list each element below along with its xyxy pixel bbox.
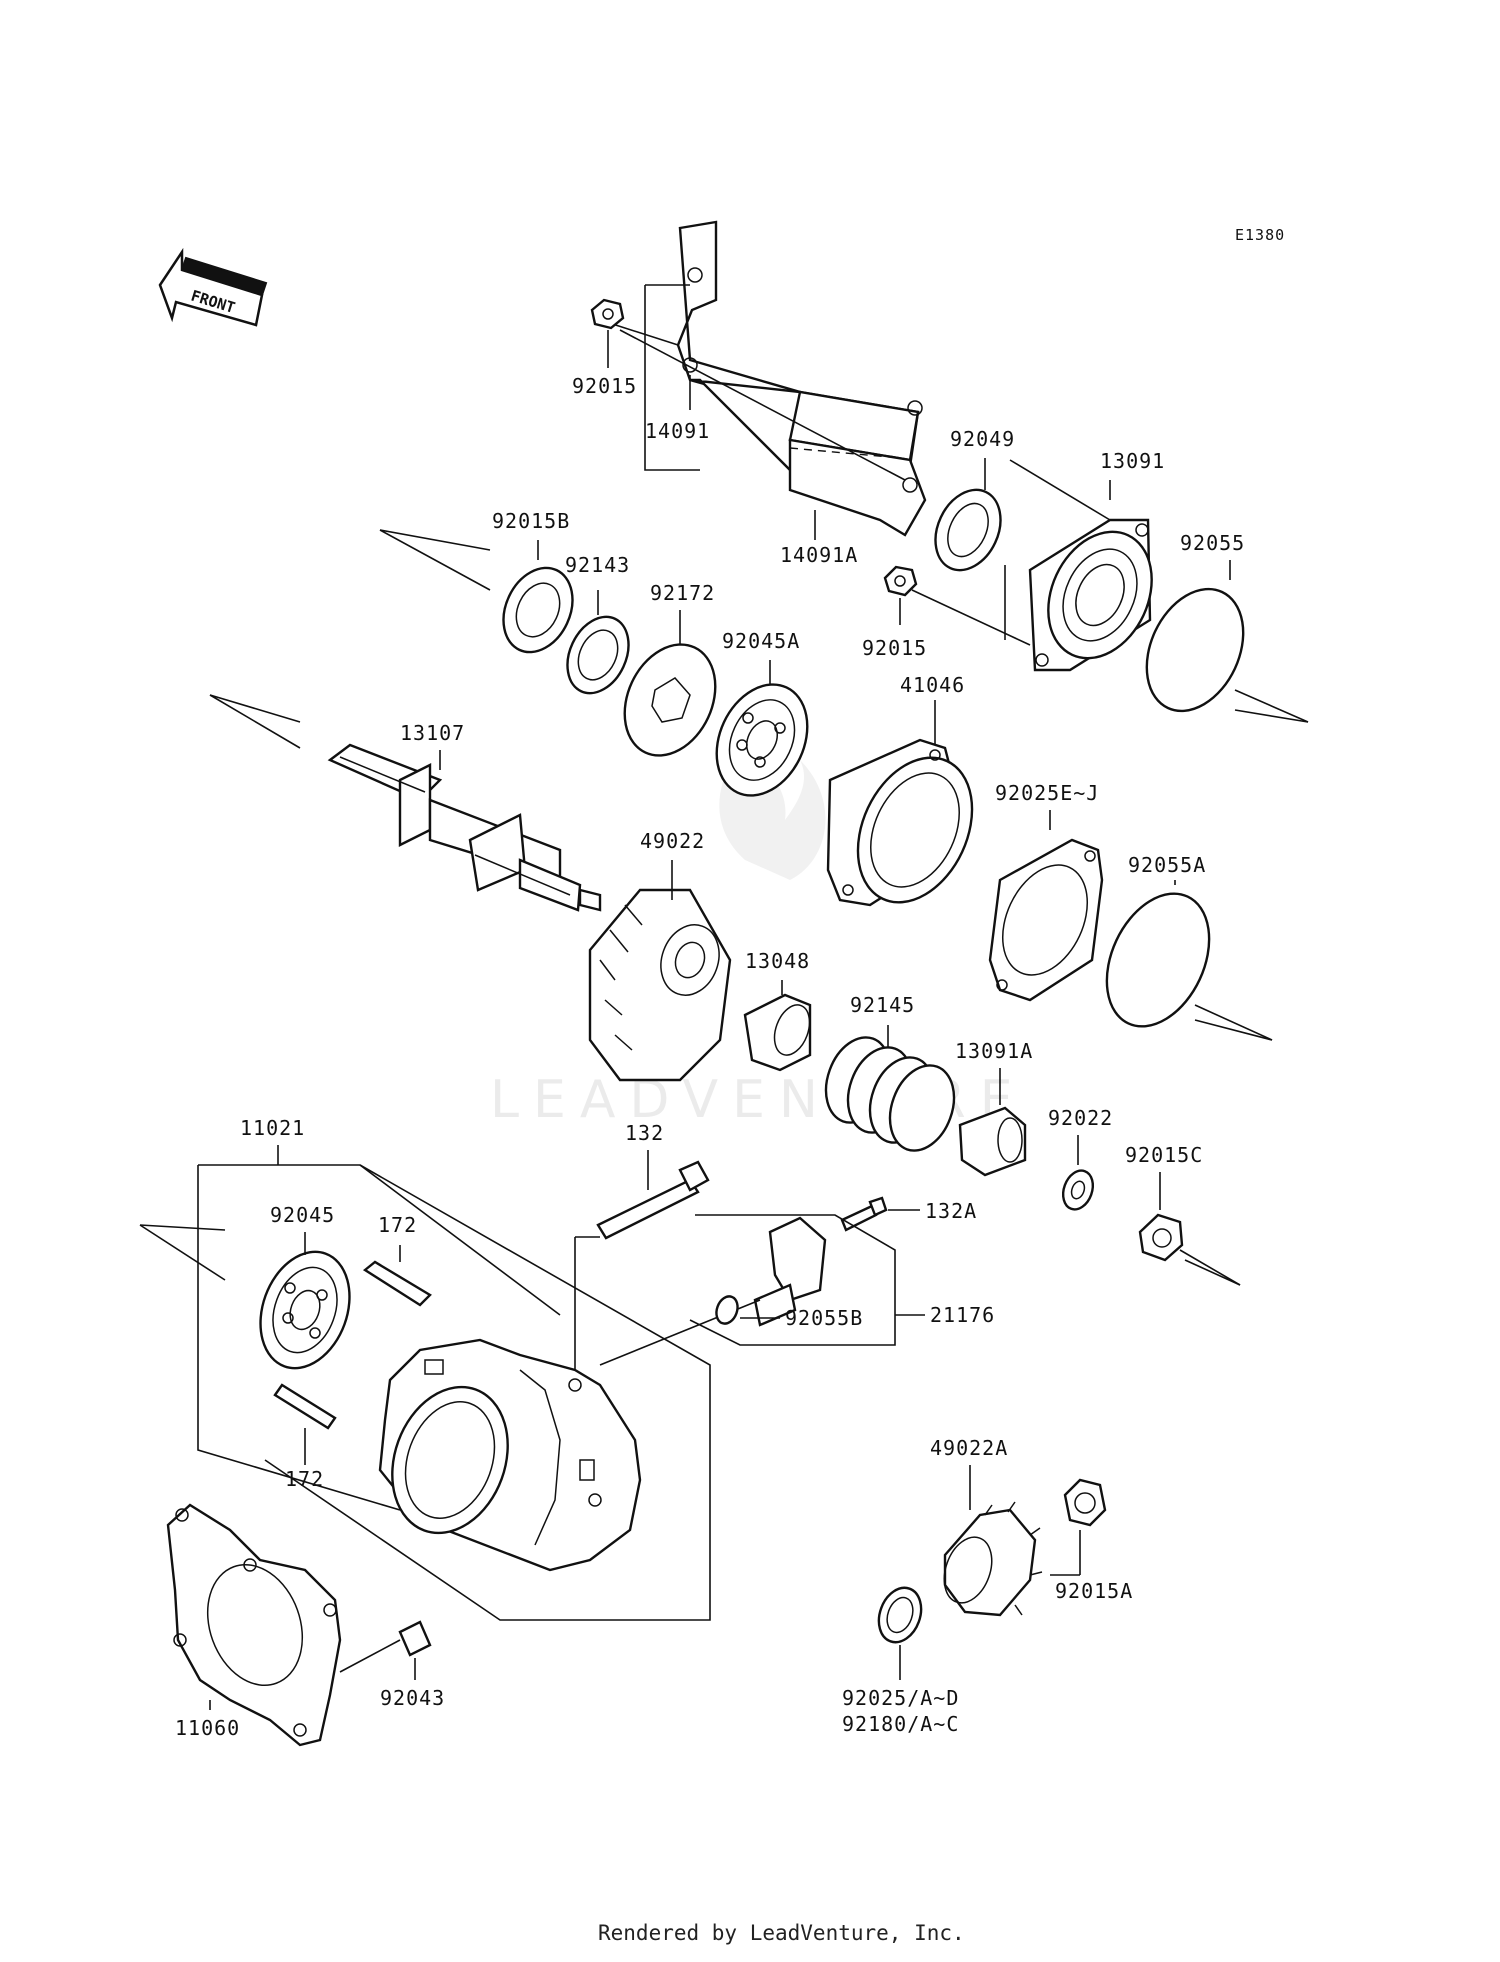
gear-49022 — [588, 888, 732, 1082]
label-92049: 92049 — [950, 427, 1015, 451]
label-92055A: 92055A — [1128, 853, 1206, 877]
dowel-92043 — [398, 1620, 432, 1657]
footer-credit: Rendered by LeadVenture, Inc. — [598, 1921, 965, 1945]
bolt-132A — [840, 1196, 888, 1232]
label-92043: 92043 — [380, 1686, 445, 1710]
label-92015-top: 92015 — [572, 374, 637, 398]
label-92180AC: 92180/A~C — [842, 1712, 959, 1736]
shaft-13107 — [327, 743, 602, 912]
label-92015B: 92015B — [492, 509, 570, 533]
bearing-92045A — [715, 683, 809, 797]
label-14091A: 14091A — [780, 543, 858, 567]
stud-172-top — [362, 1260, 432, 1307]
label-11060: 11060 — [175, 1716, 240, 1740]
spring-92145 — [824, 1036, 956, 1152]
bearing-92045 — [259, 1250, 351, 1370]
label-92015-mid: 92015 — [862, 636, 927, 660]
label-92055B: 92055B — [785, 1306, 863, 1330]
label-132: 132 — [625, 1121, 664, 1145]
shim-92025AD — [877, 1586, 923, 1644]
washer-92172 — [623, 643, 717, 757]
oring-92055A — [1105, 892, 1211, 1028]
label-41046: 41046 — [900, 673, 965, 697]
label-92045A: 92045A — [722, 629, 800, 653]
label-92143: 92143 — [565, 553, 630, 577]
label-13091: 13091 — [1100, 449, 1165, 473]
seal-92049 — [934, 488, 1002, 572]
nut-92015A — [1063, 1478, 1107, 1527]
nut-92015-mid — [883, 565, 918, 597]
label-92145: 92145 — [850, 993, 915, 1017]
label-21176: 21176 — [930, 1303, 995, 1327]
gear-49022A — [943, 1501, 1043, 1617]
gasket-11060 — [166, 1503, 342, 1747]
label-92015A: 92015A — [1055, 1579, 1133, 1603]
label-172-top: 172 — [378, 1213, 417, 1237]
sensor-21176 — [753, 1216, 827, 1327]
nut-92015C — [1138, 1213, 1184, 1262]
label-172-bot: 172 — [285, 1467, 324, 1491]
label-11021: 11021 — [240, 1116, 305, 1140]
label-14091: 14091 — [645, 419, 710, 443]
label-132A: 132A — [925, 1199, 977, 1223]
bolt-132 — [596, 1160, 710, 1240]
diagram-code: E1380 — [1235, 226, 1285, 244]
carrier-41046 — [826, 738, 974, 907]
label-13107: 13107 — [400, 721, 465, 745]
front-arrow-icon: FRONT — [158, 247, 268, 327]
nut-92015B — [502, 566, 574, 654]
label-13048: 13048 — [745, 949, 810, 973]
gearcase-11021 — [378, 1338, 642, 1572]
label-92025EJ: 92025E~J — [995, 781, 1099, 805]
label-92025AD: 92025/A~D — [842, 1686, 959, 1710]
label-92045: 92045 — [270, 1203, 335, 1227]
label-92022: 92022 — [1048, 1106, 1113, 1130]
gasket-92025EJ — [988, 838, 1104, 1002]
nut-92015-top — [590, 298, 625, 330]
label-92055: 92055 — [1180, 531, 1245, 555]
oring-92055 — [1145, 587, 1245, 713]
bracket-14091 — [676, 220, 927, 537]
label-92015C: 92015C — [1125, 1143, 1203, 1167]
washer-92022 — [1061, 1169, 1095, 1211]
label-49022: 49022 — [640, 829, 705, 853]
hub-13048 — [743, 993, 812, 1072]
label-13091A: 13091A — [955, 1039, 1033, 1063]
label-92172: 92172 — [650, 581, 715, 605]
stud-172-bot — [273, 1383, 337, 1430]
oring-92055B — [715, 1295, 739, 1325]
sleeve-13091A — [958, 1106, 1027, 1177]
label-49022A: 49022A — [930, 1436, 1008, 1460]
collar-92143 — [566, 615, 630, 695]
